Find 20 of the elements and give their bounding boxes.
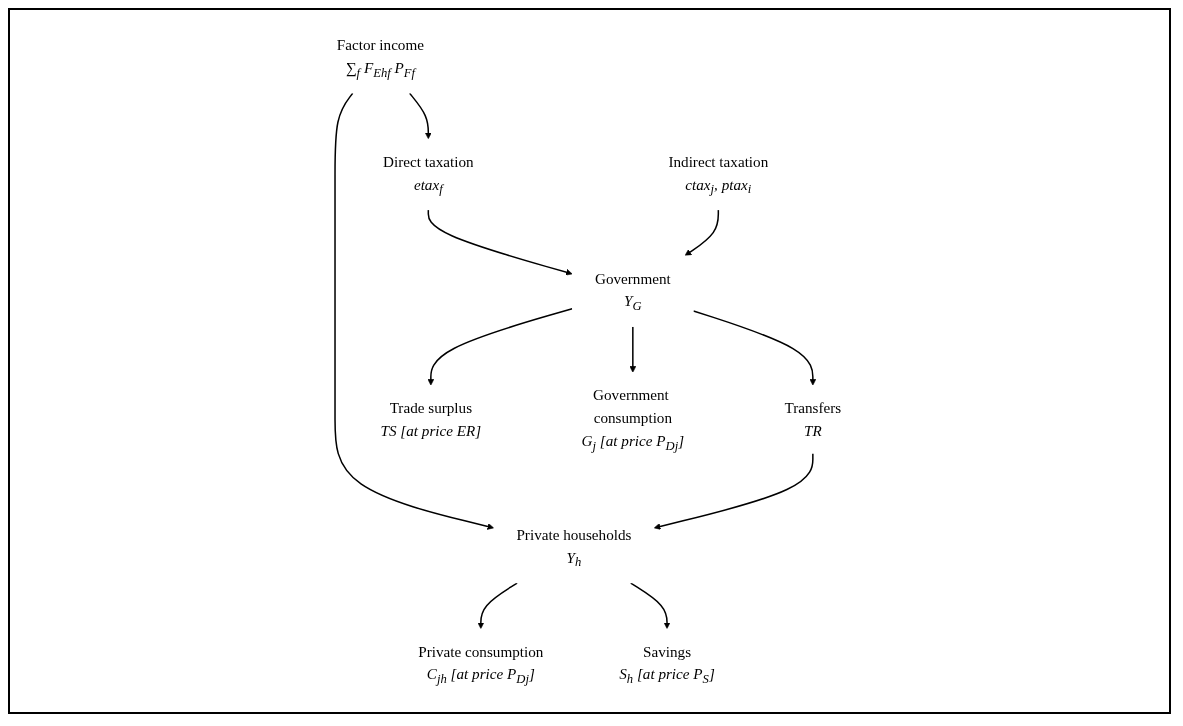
node-text: Government Y$_{G}$ [595,270,672,314]
arrow [685,209,720,256]
arrow [630,326,637,373]
node-text: Private households Y$_{h}$ [516,526,632,570]
arrow [428,209,573,276]
node-text: Indirect taxation ctax$_{j}$, ptax$_{i}$ [668,153,769,197]
node-text: Transfers TR [784,399,842,440]
arrow [409,92,433,140]
arrow [630,582,671,629]
node-text: Trade surplus TS [at price ER] [381,399,482,440]
arrow [693,310,817,386]
node-text: Direct taxation etax$_{f}$ [383,153,475,197]
arrow [334,92,495,530]
node-text: Government consumption G$_{j}$ [at price P$_{Dj}$] [582,386,685,453]
node-text: Factor income ∑$_{f}$ F$_{Ehf}$ P$_{Ff}$ [337,36,425,80]
node-text: Private consumption C$_{jh}$ [at price P$_{Dj}$] [418,643,544,687]
arrow [428,308,574,386]
node-text: Savings S$_{h}$ [at price P$_{S}$] [619,643,716,687]
arrow [654,452,815,530]
arrow [478,582,519,629]
